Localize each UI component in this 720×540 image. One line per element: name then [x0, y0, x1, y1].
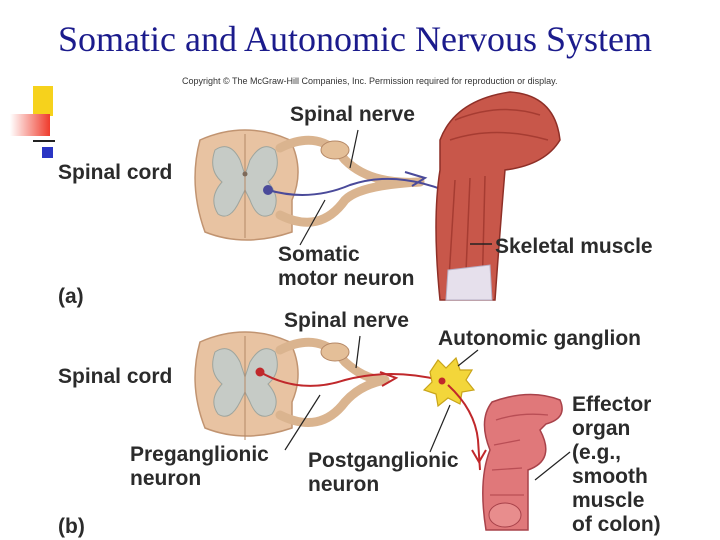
skeletal-muscle-label: Skeletal muscle — [495, 235, 653, 258]
somatic-motor-neuron-label-line1: Somatic — [278, 243, 360, 266]
postganglionic-neuron-label-line1: Postganglionic — [308, 449, 459, 472]
effector-organ-label-line3: (e.g., — [572, 441, 622, 464]
autonomic-ganglion-label: Autonomic ganglion — [438, 327, 641, 350]
copyright-notice: Copyright © The McGraw-Hill Companies, I… — [182, 76, 558, 86]
postganglionic-leader — [429, 404, 451, 453]
spinal-cord-cross-section-b — [194, 331, 299, 440]
slide-title: Somatic and Autonomic Nervous System — [58, 19, 652, 59]
spinal-cord-label-a: Spinal cord — [58, 161, 173, 184]
spinal-cord-cross-section-a — [194, 129, 299, 241]
effector-organ-label-line1: Effector — [572, 393, 652, 416]
decorative-yellow-square — [33, 86, 53, 116]
somatic-neuron-leader — [299, 199, 326, 246]
spinal-nerve-label-b: Spinal nerve — [284, 309, 409, 332]
decorative-red-square — [10, 114, 50, 136]
spinal-nerve-roots-b — [275, 337, 390, 427]
skeletal-muscle-arm — [435, 91, 561, 301]
spinal-cord-label-b: Spinal cord — [58, 365, 173, 388]
colon-effector-organ — [482, 393, 563, 531]
spinal-nerve-roots-a — [275, 135, 425, 227]
decorative-blue-square — [42, 147, 53, 158]
postganglionic-neuron — [447, 384, 487, 471]
panel-a-letter: (a) — [58, 285, 84, 308]
effector-organ-label-line4: smooth — [572, 465, 648, 488]
effector-organ-label-line2: organ — [572, 417, 631, 440]
preganglionic-neuron-label-line1: Preganglionic — [130, 443, 269, 466]
effector-organ-label-line6: of colon) — [572, 513, 661, 536]
spinal-nerve-leader-b — [355, 335, 361, 369]
preganglionic-neuron-label-line2: neuron — [130, 467, 202, 490]
somatic-motor-neuron-label-line2: motor neuron — [278, 267, 415, 290]
autonomic-ganglion-shape — [422, 356, 476, 408]
spinal-nerve-leader-a — [349, 129, 359, 169]
ganglion-leader — [457, 349, 479, 367]
spinal-nerve-label-a: Spinal nerve — [290, 103, 415, 126]
effector-leader — [534, 451, 571, 481]
panel-b-letter: (b) — [58, 515, 85, 538]
preganglionic-neuron — [255, 367, 441, 387]
preganglionic-leader — [284, 394, 321, 451]
decorative-line — [33, 140, 55, 142]
postganglionic-neuron-label-line2: neuron — [308, 473, 380, 496]
effector-organ-label-line5: muscle — [572, 489, 645, 512]
